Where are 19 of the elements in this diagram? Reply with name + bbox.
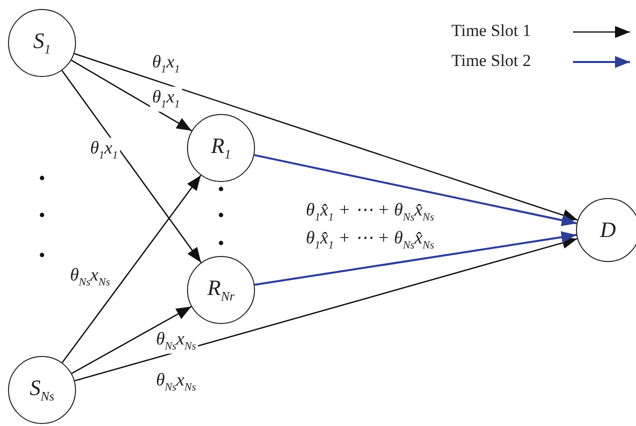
- edge-label: θ$_{1}$x$_{1}$: [150, 86, 182, 112]
- arrow: [74, 53, 578, 221]
- node-label: R$_{1}$: [211, 133, 231, 163]
- node-label: S$_{1}$: [33, 28, 51, 58]
- node-circle: [576, 198, 636, 262]
- arrow: [254, 154, 577, 226]
- legend-label: Time Slot 1: [451, 21, 531, 41]
- legend-label: Time Slot 2: [451, 51, 531, 71]
- arrow: [62, 174, 202, 364]
- arrow: [71, 60, 192, 132]
- arrow: [71, 306, 192, 374]
- node-label: S$_{Ns}$: [30, 375, 54, 405]
- arrow: [61, 70, 202, 263]
- arrow: [254, 231, 577, 286]
- edge-label: θ$_{Ns}$x$_{Ns}$: [154, 328, 198, 354]
- arrow: [74, 237, 578, 382]
- node-label: D: [600, 217, 616, 243]
- node-circle: [187, 114, 255, 182]
- node-label: R$_{Nr}$: [207, 275, 235, 305]
